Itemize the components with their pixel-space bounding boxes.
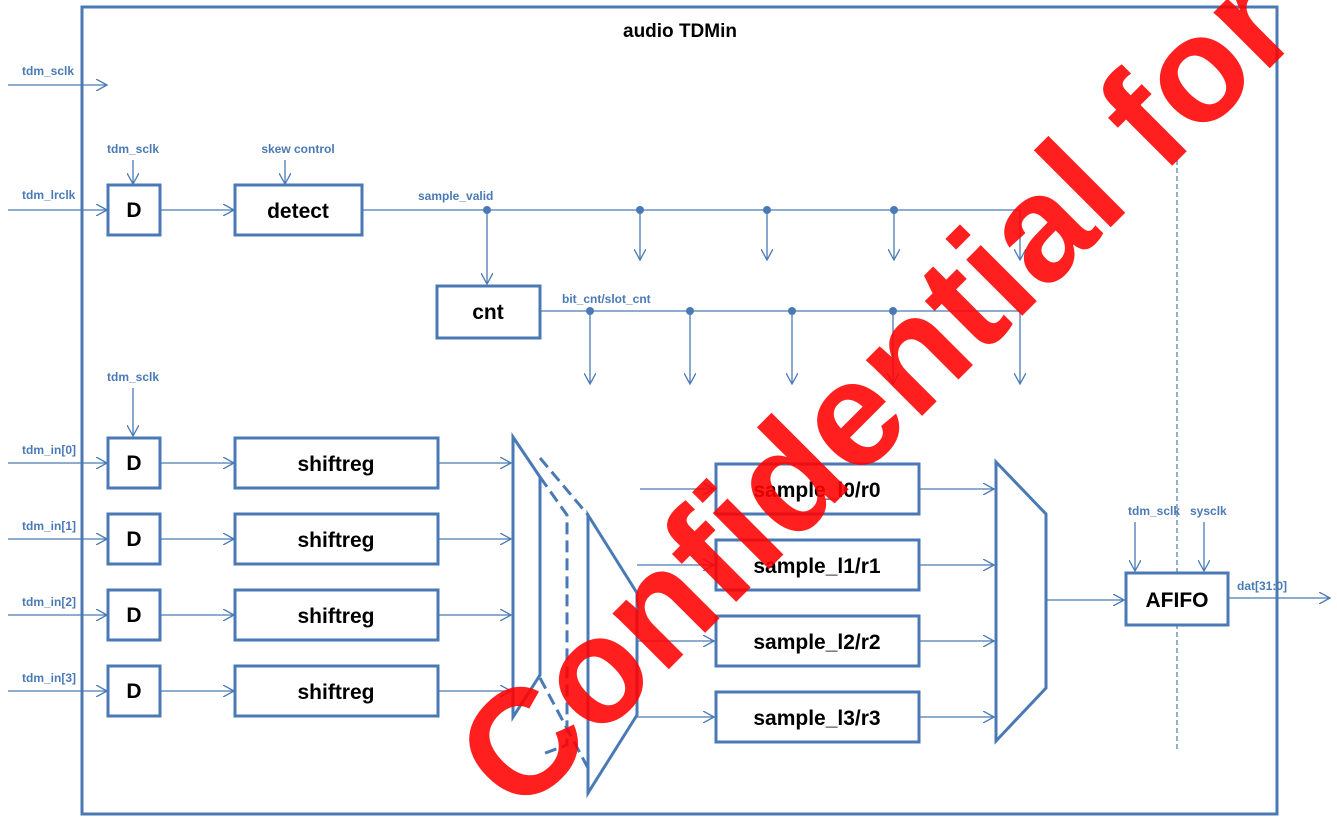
d-flipflop-in1-label: D bbox=[126, 528, 141, 551]
tdm-sclk-label: tdm_sclk bbox=[22, 64, 74, 78]
d-flipflop-in2 bbox=[106, 588, 162, 642]
tdm-in-0-label: tdm_in[0] bbox=[22, 443, 76, 457]
output-mux bbox=[994, 458, 1048, 745]
sysclk-label: sysclk bbox=[1190, 504, 1227, 518]
d-flipflop-in3-label: D bbox=[126, 680, 141, 703]
tdm-sclk-data-label: tdm_sclk bbox=[107, 370, 159, 384]
tdm-lrclk-label: tdm_lrclk bbox=[22, 188, 76, 202]
d-flipflop-lrclk-label: D bbox=[126, 199, 141, 222]
tdm-in-1-label: tdm_in[1] bbox=[22, 519, 76, 533]
detect-block bbox=[233, 183, 364, 237]
demux-dashed-link bbox=[538, 457, 590, 516]
dat-out-label: dat[31:0] bbox=[1237, 579, 1287, 593]
detect-block-label: detect bbox=[267, 200, 329, 223]
sample-reg-0-label: sample_l0/r0 bbox=[753, 479, 880, 502]
sample-valid-label: sample_valid bbox=[418, 189, 493, 203]
shiftreg-2-label: shiftreg bbox=[297, 605, 374, 628]
afifo-block-label: AFIFO bbox=[1146, 589, 1209, 612]
tdm-in-2-label: tdm_in[2] bbox=[22, 595, 76, 609]
tdm-in-3-label: tdm_in[3] bbox=[22, 671, 76, 685]
tdm-sclk-afifo-label: tdm_sclk bbox=[1128, 504, 1180, 518]
shiftreg-0 bbox=[233, 436, 440, 490]
shiftreg-1-label: shiftreg bbox=[297, 529, 374, 552]
tdm-sclk-d-label: tdm_sclk bbox=[107, 142, 159, 156]
d-flipflop-in2-label: D bbox=[126, 604, 141, 627]
skew-control-label: skew control bbox=[261, 142, 334, 156]
afifo-block bbox=[1124, 571, 1230, 627]
d-flipflop-in0-label: D bbox=[126, 452, 141, 475]
shiftreg-0-label: shiftreg bbox=[297, 453, 374, 476]
sample-reg-2 bbox=[714, 614, 921, 668]
d-flipflop-in0 bbox=[106, 436, 162, 490]
demux-back bbox=[586, 509, 639, 799]
shiftreg-2 bbox=[233, 588, 440, 642]
sample-reg-3-label: sample_l3/r3 bbox=[753, 707, 880, 730]
demux-middle-dashed bbox=[538, 476, 569, 757]
shiftreg-3-label: shiftreg bbox=[297, 681, 374, 704]
module-title: audio TDMin bbox=[623, 21, 737, 42]
sample-reg-3 bbox=[714, 690, 921, 744]
cnt-block bbox=[435, 284, 542, 340]
d-flipflop-lrclk bbox=[106, 183, 162, 237]
sample-reg-1 bbox=[714, 538, 921, 592]
cnt-block-label: cnt bbox=[472, 301, 504, 324]
sample-reg-2-label: sample_l2/r2 bbox=[753, 631, 880, 654]
bit-slot-cnt-label: bit_cnt/slot_cnt bbox=[562, 292, 651, 306]
sample-reg-1-label: sample_l1/r1 bbox=[753, 555, 881, 578]
demux-front bbox=[511, 432, 542, 723]
